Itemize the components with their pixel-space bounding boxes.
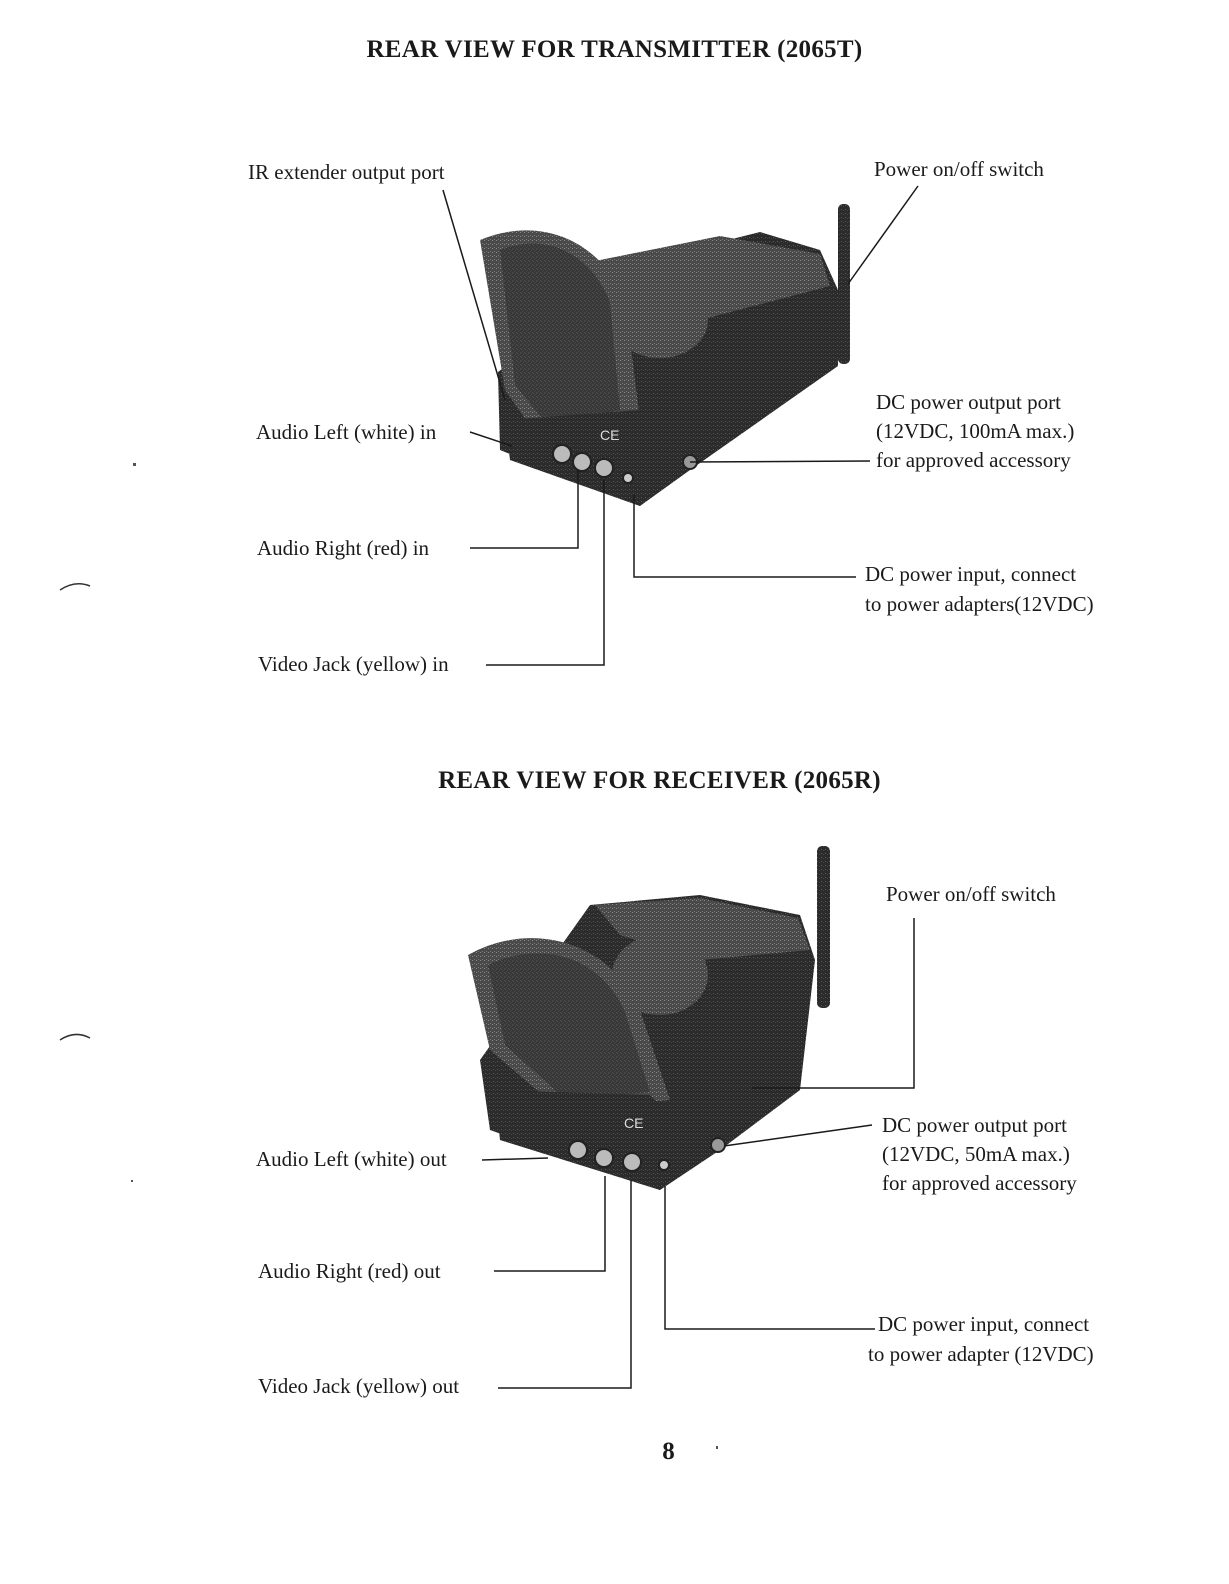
scan-speck xyxy=(716,1446,718,1449)
dc-output-label-line3: for approved accessory xyxy=(876,448,1071,472)
dc-input-jack xyxy=(622,472,634,484)
rotating-hub xyxy=(612,935,708,1015)
audio-left-jack xyxy=(552,444,572,464)
page-number: 8 xyxy=(662,1438,675,1465)
audio-left-jack xyxy=(568,1140,588,1160)
rotating-hub xyxy=(612,282,708,358)
ir-extender-label: IR extender output port xyxy=(248,160,445,184)
audio-left-label: Audio Left (white) out xyxy=(256,1147,447,1171)
dc-input-label-line2: to power adapters(12VDC) xyxy=(865,592,1094,616)
antenna xyxy=(817,846,830,1008)
dc-output-label-line1: DC power output port xyxy=(876,390,1061,414)
video-jack-label: Video Jack (yellow) out xyxy=(258,1374,460,1398)
audio-right-label: Audio Right (red) out xyxy=(258,1259,441,1283)
receiver-title: REAR VIEW FOR RECEIVER (2065R) xyxy=(438,767,881,794)
video-jack xyxy=(622,1152,642,1172)
dc-output-label-line2: (12VDC, 100mA max.) xyxy=(876,419,1075,443)
ce-mark-icon: CE xyxy=(600,427,619,443)
dc-output-jack xyxy=(710,1137,726,1153)
dc-output-label-line3: for approved accessory xyxy=(882,1171,1077,1195)
dc-input-label-line1: DC power input, connect xyxy=(878,1312,1090,1336)
transmitter-title: REAR VIEW FOR TRANSMITTER (2065T) xyxy=(366,36,863,63)
dc-input-jack xyxy=(658,1159,670,1171)
scan-speck xyxy=(133,463,136,466)
antenna xyxy=(838,204,850,364)
dc-output-label-line1: DC power output port xyxy=(882,1113,1067,1137)
video-jack xyxy=(594,458,614,478)
dc-input-label-line2: to power adapter (12VDC) xyxy=(868,1342,1094,1366)
audio-left-label: Audio Left (white) in xyxy=(256,420,437,444)
power-switch-label: Power on/off switch xyxy=(886,882,1056,906)
dc-input-label-line1: DC power input, connect xyxy=(865,562,1077,586)
audio-right-label: Audio Right (red) in xyxy=(257,536,430,560)
ce-mark-icon: CE xyxy=(624,1115,643,1131)
video-jack-label: Video Jack (yellow) in xyxy=(258,652,449,676)
power-switch-label: Power on/off switch xyxy=(874,157,1044,181)
scan-speck xyxy=(131,1180,133,1182)
dc-output-label-line2: (12VDC, 50mA max.) xyxy=(882,1142,1070,1166)
audio-right-jack xyxy=(594,1148,614,1168)
audio-right-jack xyxy=(572,452,592,472)
